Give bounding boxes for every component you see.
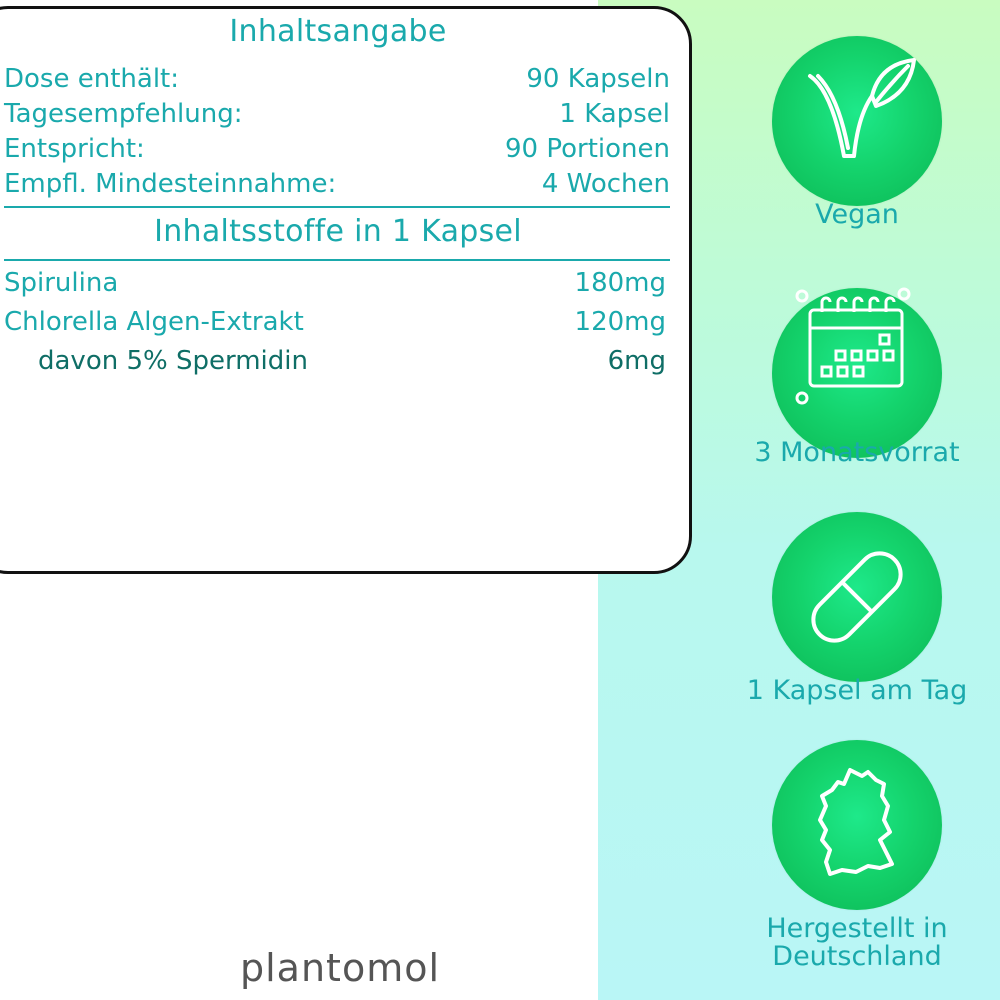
info-row: Dose enthält: 90 Kapseln bbox=[4, 62, 670, 96]
supply-badge bbox=[772, 287, 942, 458]
ingredient-label: Chlorella Algen-Extrakt bbox=[4, 307, 304, 337]
calendar-icon bbox=[795, 287, 911, 405]
contents-card bbox=[0, 6, 692, 574]
divider bbox=[4, 206, 670, 208]
capsule-badge bbox=[772, 512, 942, 682]
badge-label: Deutschland bbox=[772, 941, 942, 972]
capsule-icon bbox=[811, 551, 903, 643]
made-in-germany-badge bbox=[772, 740, 942, 910]
info-row: Empfl. Mindesteinnahme: 4 Wochen bbox=[4, 167, 670, 201]
ingredient-row: Spirulina 180mg bbox=[4, 266, 666, 300]
divider bbox=[4, 259, 670, 261]
germany-map-icon bbox=[818, 768, 894, 876]
ingredient-label: Spirulina bbox=[4, 268, 119, 298]
info-value: 4 Wochen bbox=[541, 169, 670, 199]
contents-title: Inhaltsangabe bbox=[229, 14, 447, 49]
info-row: Tagesempfehlung: 1 Kapsel bbox=[4, 97, 670, 131]
info-label: Empfl. Mindesteinnahme: bbox=[4, 169, 337, 199]
badge-label: Hergestellt in bbox=[766, 913, 948, 944]
info-label: Tagesempfehlung: bbox=[4, 99, 243, 129]
ingredient-label: davon 5% Spermidin bbox=[38, 346, 308, 376]
info-row: Entspricht: 90 Portionen bbox=[4, 132, 670, 166]
ingredient-value: 180mg bbox=[574, 268, 666, 298]
ingredient-row: Chlorella Algen-Extrakt 120mg bbox=[4, 305, 666, 339]
vegan-leaf-icon bbox=[808, 58, 916, 158]
badge-label: 3 Monatsvorrat bbox=[754, 437, 960, 468]
info-label: Dose enthält: bbox=[4, 64, 179, 94]
info-value: 1 Kapsel bbox=[559, 99, 670, 129]
info-label: Entspricht: bbox=[4, 134, 145, 164]
info-value: 90 Kapseln bbox=[526, 64, 670, 94]
ingredient-value: 120mg bbox=[574, 307, 666, 337]
info-value: 90 Portionen bbox=[505, 134, 670, 164]
ingredients-title: Inhaltsstoffe in 1 Kapsel bbox=[154, 214, 522, 249]
ingredient-subrow: davon 5% Spermidin 6mg bbox=[4, 344, 666, 378]
badge-label: Vegan bbox=[815, 199, 899, 230]
vegan-badge bbox=[772, 36, 942, 206]
ingredient-value: 6mg bbox=[607, 346, 666, 376]
brand-logo: plantomol bbox=[240, 946, 441, 990]
badge-label: 1 Kapsel am Tag bbox=[746, 675, 968, 706]
